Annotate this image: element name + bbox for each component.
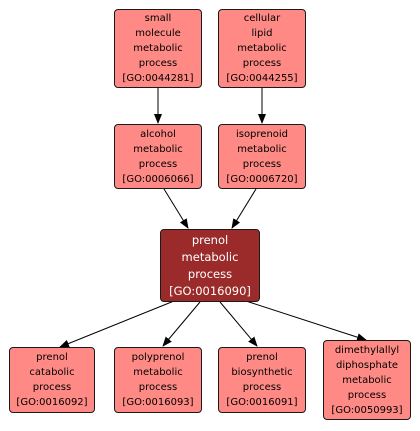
node-go-id: [GO:0050993] [331, 404, 403, 416]
node-label-line: isoprenoid [235, 128, 289, 140]
node-label-line: lipid [251, 28, 273, 39]
node-go-id: [GO:0006066] [122, 173, 194, 185]
node-label-line: process [242, 382, 282, 393]
node-prenol-metabolic-process[interactable]: prenol metabolic process [GO:0016090] [160, 229, 260, 302]
node-label-line: small [144, 13, 172, 24]
node-cellular-lipid-metabolic-process[interactable]: cellular lipid metabolic process [GO:004… [218, 9, 306, 88]
node-label-line: metabolic [181, 249, 239, 264]
node-label-line: cellular [243, 13, 281, 24]
node-label-line: biosynthetic [231, 367, 293, 378]
node-label-line: metabolic [133, 143, 183, 155]
node-go-id: [GO:0016090] [169, 283, 251, 298]
edge-alcohol-to-prenol [163, 188, 189, 229]
node-prenol-catabolic-process[interactable]: prenol catabolic process [GO:0016092] [9, 347, 95, 413]
node-label-line: process [138, 382, 178, 393]
node-label-line: catabolic [29, 367, 75, 378]
edge-prenol-to-prenol-biosynthetic [219, 301, 258, 347]
node-label-line: prenol [191, 232, 229, 247]
node-isoprenoid-metabolic-process[interactable]: isoprenoid metabolic process [GO:0006720… [218, 124, 306, 189]
edge-prenol-to-dimethylallyl [245, 300, 367, 342]
edge-prenol-to-prenol-catabolic [59, 300, 175, 348]
node-label-line: metabolic [133, 43, 183, 54]
node-go-id: [GO:0016092] [16, 397, 88, 408]
node-label-line: process [242, 158, 282, 170]
node-label-line: process [187, 266, 233, 281]
node-label-line: process [242, 58, 282, 69]
node-label-line: process [347, 389, 387, 401]
node-polyprenol-metabolic-process[interactable]: polyprenol metabolic process [GO:0016093… [114, 347, 202, 413]
node-label-line: polyprenol [131, 352, 185, 363]
node-label-line: molecule [135, 28, 181, 39]
node-go-id: [GO:0016091] [226, 397, 298, 408]
node-go-id: [GO:0006720] [226, 173, 298, 185]
edge-prenol-to-polyprenol [162, 301, 201, 347]
node-alcohol-metabolic-process[interactable]: alcohol metabolic process [GO:0006066] [114, 124, 202, 189]
node-prenol-biosynthetic-process[interactable]: prenol biosynthetic process [GO:0016091] [218, 347, 306, 413]
node-label-line: prenol [246, 352, 278, 363]
node-label-line: prenol [36, 352, 68, 363]
node-label-line: dimethylallyl [334, 344, 400, 356]
edge-isoprenoid-to-prenol [231, 188, 257, 229]
node-small-molecule-metabolic-process[interactable]: small molecule metabolic process [GO:004… [114, 9, 202, 88]
node-go-id: [GO:0044255] [226, 73, 298, 84]
node-dimethylallyl-diphosphate-metabolic-process[interactable]: dimethylallyl diphosphate metabolic proc… [323, 340, 411, 420]
node-label-line: metabolic [237, 143, 287, 155]
node-go-id: [GO:0016093] [122, 397, 194, 408]
node-label-line: metabolic [133, 367, 183, 378]
node-label-line: metabolic [342, 374, 392, 386]
node-label-line: diphosphate [335, 359, 399, 371]
node-label-line: alcohol [140, 128, 176, 140]
node-label-line: process [138, 158, 178, 170]
node-label-line: process [32, 382, 72, 393]
node-label-line: metabolic [237, 43, 287, 54]
node-go-id: [GO:0044281] [122, 73, 194, 84]
node-label-line: process [138, 58, 178, 69]
